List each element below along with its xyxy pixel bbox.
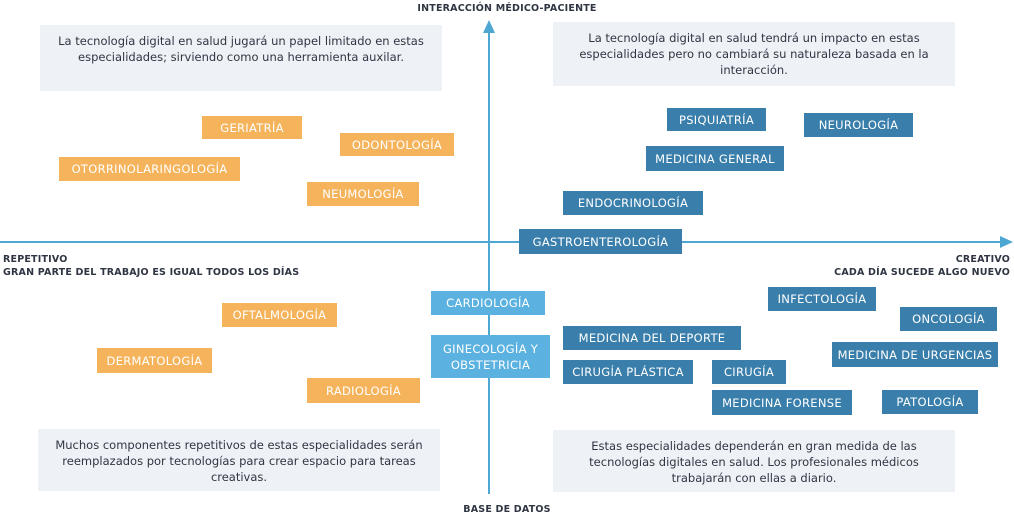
axis-label-left-subtitle: GRAN PARTE DEL TRABAJO ES IGUAL TODOS LO… [3, 267, 300, 278]
note-top-left: La tecnología digital en salud jugará un… [40, 25, 442, 91]
specialty-neumologia: NEUMOLOGÍA [307, 182, 419, 206]
specialty-cirugia: CIRUGÍA [712, 360, 786, 384]
specialty-geriatria: GERIATRÍA [202, 116, 302, 139]
specialty-neurologia: NEUROLOGÍA [804, 113, 913, 137]
specialty-odontologia: ODONTOLOGÍA [340, 133, 454, 156]
specialty-medicina-urgencias: MEDICINA DE URGENCIAS [832, 342, 998, 367]
specialty-otorrinolaringologia: OTORRINOLARINGOLOGÍA [59, 157, 240, 181]
axis-label-right-subtitle: CADA DÍA SUCEDE ALGO NUEVO [834, 267, 1010, 278]
note-bottom-right: Estas especialidades dependerán en gran … [553, 430, 955, 492]
axis-label-right: CREATIVO CADA DÍA SUCEDE ALGO NUEVO [834, 253, 1010, 279]
arrow-up-icon [483, 20, 495, 33]
specialty-endocrinologia: ENDOCRINOLOGÍA [563, 191, 703, 215]
arrow-right-icon [1000, 236, 1013, 248]
specialty-psiquiatria: PSIQUIATRÍA [667, 108, 766, 131]
specialty-cirugia-plastica: CIRUGÍA PLÁSTICA [563, 360, 693, 384]
note-bottom-left: Muchos componentes repetitivos de estas … [38, 429, 440, 491]
specialty-medicina-general: MEDICINA GENERAL [646, 146, 784, 171]
specialty-oftalmologia: OFTALMOLOGÍA [222, 303, 337, 327]
specialty-medicina-deporte: MEDICINA DEL DEPORTE [563, 326, 741, 350]
axis-label-right-title: CREATIVO [955, 254, 1010, 265]
note-top-right: La tecnología digital en salud tendrá un… [553, 22, 955, 86]
specialty-dermatologia: DERMATOLOGÍA [97, 348, 212, 373]
vertical-axis [488, 30, 490, 494]
axis-label-left: REPETITIVO GRAN PARTE DEL TRABAJO ES IGU… [3, 253, 299, 279]
specialty-gastroenterologia: GASTROENTEROLOGÍA [519, 229, 682, 254]
axis-label-bottom: BASE DE DATOS [463, 504, 551, 515]
specialty-oncologia: ONCOLOGÍA [900, 307, 997, 331]
specialty-medicina-forense: MEDICINA FORENSE [712, 390, 852, 415]
horizontal-axis [0, 241, 1002, 243]
axis-label-left-title: REPETITIVO [3, 254, 68, 265]
specialty-patologia: PATOLOGÍA [882, 390, 978, 414]
specialty-ginecologia-obstetricia: GINECOLOGÍA Y OBSTETRICIA [431, 335, 550, 378]
specialty-infectologia: INFECTOLOGÍA [768, 287, 876, 311]
axis-label-top: INTERACCIÓN MÉDICO-PACIENTE [417, 3, 597, 14]
specialty-cardiologia: CARDIOLOGÍA [431, 291, 545, 315]
specialty-radiologia: RADIOLOGÍA [307, 378, 420, 403]
